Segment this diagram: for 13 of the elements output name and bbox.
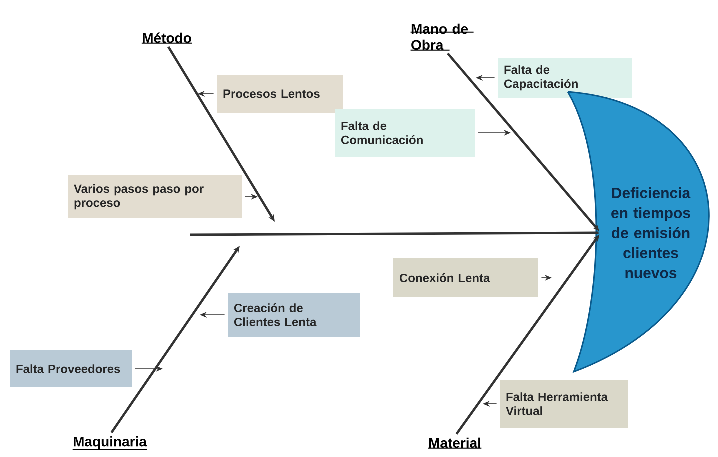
effect-head: Deficiencia en tiempos de emisión clientes nuevos <box>567 91 710 373</box>
cause-box: Falta de Capacitación <box>498 58 632 98</box>
category-label: Material <box>428 438 482 449</box>
cause-box: Falta de Comunicación <box>335 109 475 157</box>
cause-box: Creación de Clientes Lenta <box>228 293 360 337</box>
category-label: Maquinaria <box>72 436 148 450</box>
spine-line <box>190 232 599 236</box>
category-label: Método <box>141 32 193 44</box>
cause-box: Falta Herramienta Virtual <box>500 380 628 428</box>
cause-box: Conexión Lenta <box>394 258 538 298</box>
cause-box: Falta Proveedores <box>10 350 132 388</box>
cause-box: Varios pasos paso por proceso <box>68 176 242 218</box>
cause-box: Procesos Lentos <box>217 75 343 113</box>
